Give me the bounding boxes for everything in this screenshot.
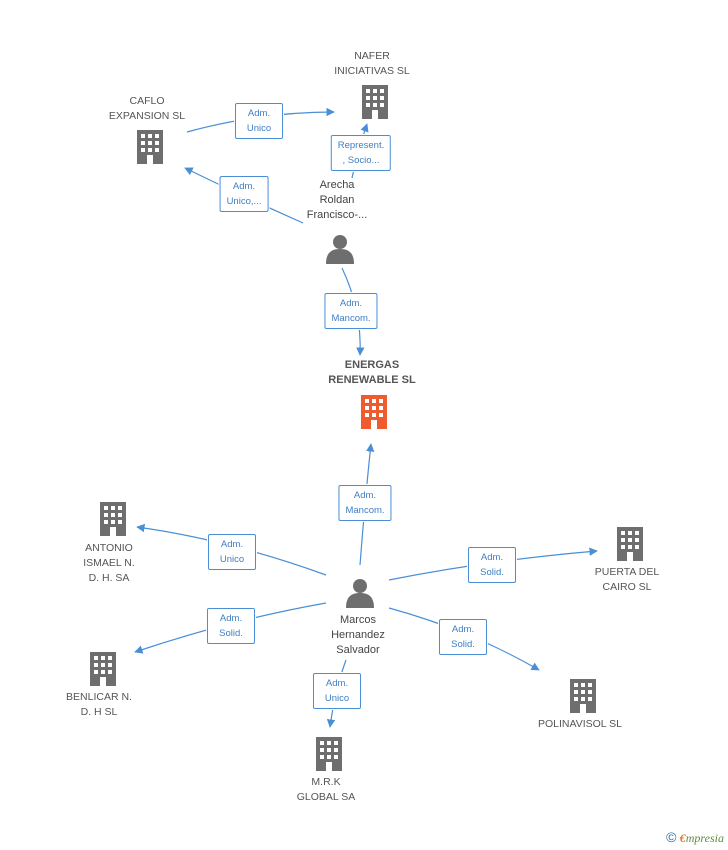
- polinavisol-building-icon[interactable]: [570, 679, 596, 713]
- copyright-symbol: ©: [666, 829, 677, 845]
- edge-label-e4[interactable]: Adm. Mancom.: [324, 293, 378, 329]
- benlicar-building-icon[interactable]: [90, 652, 116, 686]
- arecha-person-icon[interactable]: [326, 235, 354, 264]
- node-label-puerta[interactable]: PUERTA DEL CAIRO SL: [594, 566, 660, 593]
- edge-label-e2[interactable]: Represent. , Socio...: [330, 135, 392, 171]
- energas-building-icon[interactable]: [361, 395, 387, 429]
- puerta-building-icon[interactable]: [617, 527, 643, 561]
- brand-initial: €: [679, 831, 686, 845]
- mrk-building-icon[interactable]: [316, 737, 342, 771]
- node-label-energas[interactable]: ENERGAS RENEWABLE SL: [328, 359, 416, 386]
- node-label-polinavisol[interactable]: POLINAVISOL SL: [537, 718, 623, 730]
- edge-label-e10[interactable]: Adm. Solid.: [439, 619, 487, 655]
- brand-logo: €mpresia: [680, 831, 724, 845]
- brand-text: mpresia: [685, 831, 724, 845]
- node-label-benlicar[interactable]: BENLICAR N. D. H SL: [66, 691, 132, 718]
- nafer-building-icon[interactable]: [362, 85, 388, 119]
- node-label-marcos[interactable]: Marcos Hernandez Salvador: [331, 614, 385, 656]
- edge-label-e5[interactable]: Adm. Mancom.: [338, 485, 392, 521]
- edge-label-e7[interactable]: Adm. Solid.: [207, 608, 255, 644]
- edge-label-e6[interactable]: Adm. Unico: [208, 534, 256, 570]
- caflo-building-icon[interactable]: [137, 130, 163, 164]
- edge-label-e9[interactable]: Adm. Solid.: [468, 547, 516, 583]
- copyright-brand[interactable]: © €mpresia: [666, 829, 724, 846]
- antonio-building-icon[interactable]: [100, 502, 126, 536]
- edge-label-e1[interactable]: Adm. Unico: [235, 103, 283, 139]
- edge-label-e3[interactable]: Adm. Unico,...: [219, 176, 269, 212]
- marcos-person-icon[interactable]: [346, 579, 374, 608]
- edge-label-e8[interactable]: Adm. Unico: [313, 673, 361, 709]
- node-label-caflo[interactable]: CAFLO EXPANSION SL: [108, 95, 186, 122]
- node-label-arecha[interactable]: Arecha Roldan Francisco-...: [306, 179, 368, 221]
- node-label-mrk[interactable]: M.R.K GLOBAL SA: [296, 776, 356, 803]
- node-label-antonio[interactable]: ANTONIO ISMAEL N. D. H. SA: [83, 542, 135, 584]
- node-label-nafer[interactable]: NAFER INICIATIVAS SL: [334, 50, 410, 77]
